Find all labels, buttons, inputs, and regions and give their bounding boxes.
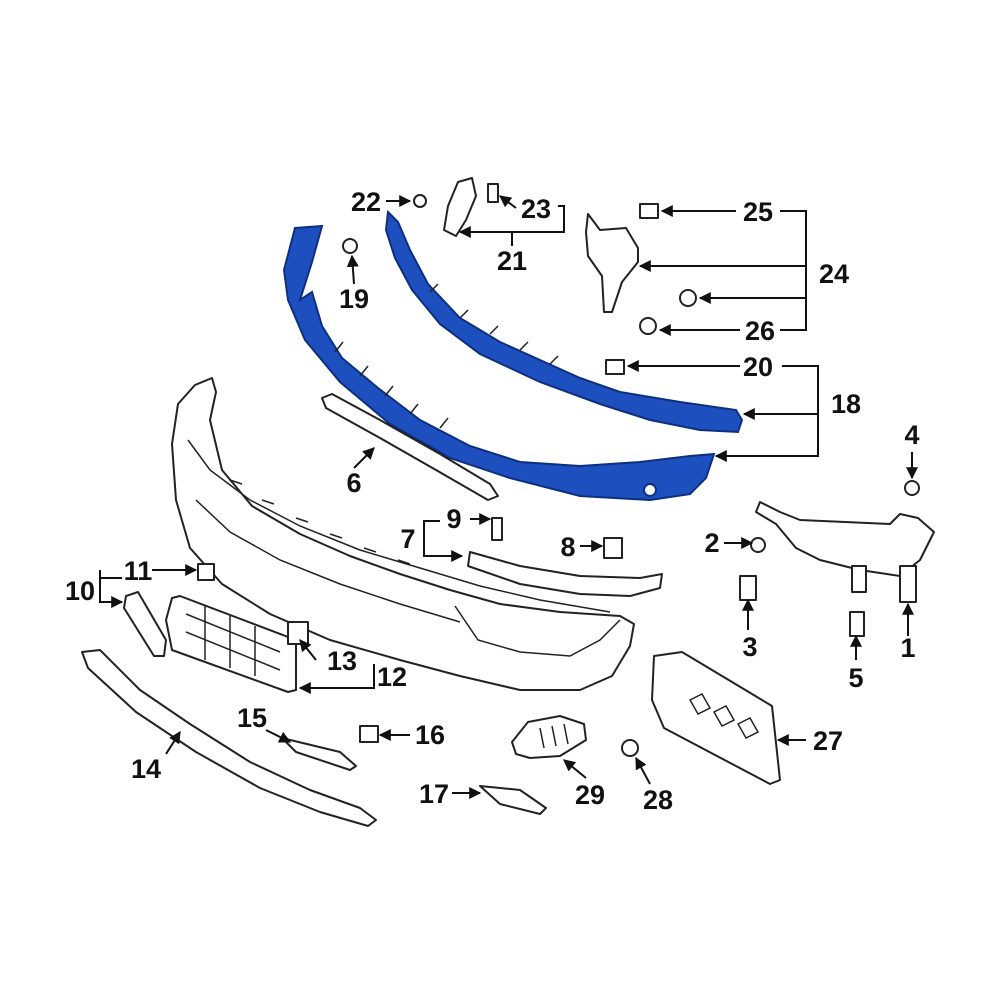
callout-23: 23 <box>521 194 551 224</box>
callout-26: 26 <box>745 316 775 346</box>
callout-9: 9 <box>446 504 461 534</box>
part-4-screw <box>904 480 920 496</box>
part-6-reinforcement <box>321 393 499 501</box>
callout-25: 25 <box>743 197 773 227</box>
part-24-bracket <box>585 213 639 313</box>
part-20-clip <box>605 359 625 375</box>
part-15-strip <box>281 737 357 771</box>
part-1-bezel <box>755 501 935 603</box>
part-2-screw <box>750 537 766 553</box>
valance-tabs <box>334 283 559 429</box>
part-8-clip <box>603 537 623 559</box>
hardware <box>197 183 920 815</box>
callout-20: 20 <box>743 352 773 382</box>
callout-4: 4 <box>904 420 919 450</box>
valance-hole <box>643 483 657 497</box>
callout-14: 14 <box>131 754 161 784</box>
callout-17: 17 <box>419 779 449 809</box>
callout-6: 6 <box>346 468 361 498</box>
part-13-bracket <box>287 621 309 645</box>
part-10-bracket <box>123 591 167 657</box>
callout-7: 7 <box>400 524 415 554</box>
part-22-screw <box>413 194 427 208</box>
part-27-license-bracket <box>651 651 781 785</box>
valance-upper-strip <box>384 209 744 434</box>
valance-shape <box>282 224 716 502</box>
part-26-nut <box>639 317 657 335</box>
callout-16: 16 <box>415 720 445 750</box>
callout-11: 11 <box>124 556 153 586</box>
callout-labels: 1 2 3 4 5 6 7 8 9 10 11 12 13 14 15 16 1… <box>65 187 920 815</box>
part-17-bracket <box>479 785 547 815</box>
part-25-nut <box>639 203 659 219</box>
callout-15: 15 <box>237 703 267 733</box>
part-19-screw <box>342 238 358 254</box>
part-21-bracket <box>443 177 477 237</box>
part-5-clip <box>849 611 865 637</box>
callout-3: 3 <box>742 632 757 662</box>
callout-13: 13 <box>327 646 357 676</box>
callout-24: 24 <box>819 259 849 289</box>
callout-2: 2 <box>704 528 719 558</box>
callout-22: 22 <box>351 187 381 217</box>
part-29-tow-hook <box>511 715 587 759</box>
part-23-clip <box>487 183 499 203</box>
part-28-bolt <box>621 739 639 757</box>
callout-8: 8 <box>560 532 575 562</box>
callout-27: 27 <box>813 726 843 756</box>
callout-1: 1 <box>900 633 915 663</box>
callout-12: 12 <box>377 662 407 692</box>
part-16-clip <box>359 725 379 743</box>
part-26-bolt <box>679 289 697 307</box>
callout-10: 10 <box>65 576 95 606</box>
leader-lines <box>99 195 918 799</box>
callout-19: 19 <box>339 284 369 314</box>
callout-21: 21 <box>497 246 527 276</box>
part-9-pin <box>491 517 503 541</box>
callout-28: 28 <box>643 785 673 815</box>
callout-18: 18 <box>831 389 861 419</box>
part-3-bracket <box>739 575 757 601</box>
callout-5: 5 <box>848 663 863 693</box>
part-14-lower-trim <box>81 649 377 827</box>
callout-29: 29 <box>575 780 605 810</box>
part-7-trim-strip <box>467 551 663 597</box>
part-11-clip <box>197 563 215 581</box>
part-12-grille <box>165 595 297 693</box>
lower-valance-highlighted <box>282 209 744 502</box>
